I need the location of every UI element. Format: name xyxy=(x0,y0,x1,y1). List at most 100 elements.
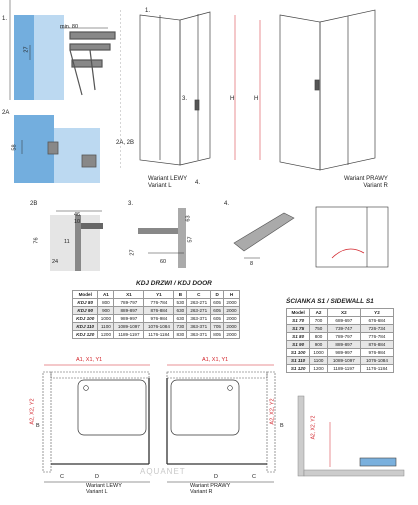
side-cell: 776-784 xyxy=(359,332,395,341)
step-1-callout: 1. xyxy=(145,8,151,14)
side-cell: 1189-1197 xyxy=(326,364,361,373)
door-cell: 730 xyxy=(173,322,188,331)
door-table-header: Model A1 X1 Y1 B C D H xyxy=(71,290,240,299)
door-cell: 876-884 xyxy=(143,306,175,315)
side-cell: 900 xyxy=(309,340,328,349)
plan-right-a2x2y2: A2, X2, Y2 xyxy=(269,398,276,425)
detail-1: 1. min. 80 27 xyxy=(0,0,120,100)
side-cell: 739-747 xyxy=(326,324,361,333)
door-cell: 830 xyxy=(173,330,188,339)
side-cell: 989-997 xyxy=(326,348,361,357)
door-col-model: Model xyxy=(71,290,99,299)
dim-10: 10 xyxy=(74,219,81,225)
door-row: KDJ 90 900 889-897 876-884 630 263-271 6… xyxy=(71,306,240,315)
plan-right-caption: Wariant PRAWY Variant R xyxy=(190,483,230,495)
side-cell: 1100 xyxy=(309,356,328,365)
step-1-label: 1. xyxy=(2,16,8,22)
variant-left-line1: Wariant LEWY xyxy=(148,176,188,182)
callout-2a-2b: 2A, 2B xyxy=(116,140,135,146)
door-cell: 889-897 xyxy=(113,306,145,315)
detail-2b: 2B 46 10 11 76 24 xyxy=(30,201,125,271)
plan-left-line1: Wariant LEWY xyxy=(86,483,122,489)
variant-left-caption: Wariant LEWY Variant L xyxy=(148,176,187,190)
door-cell: 2000 xyxy=(223,314,240,323)
door-col-y1: Y1 xyxy=(143,290,175,299)
plan-left-c: C xyxy=(60,474,64,480)
side-cell: 700 xyxy=(309,316,328,325)
variant-right-line1: Wariant PRAWY xyxy=(344,176,388,182)
step-4-callout: 4. xyxy=(195,180,201,186)
door-cell: 976-984 xyxy=(143,314,175,323)
door-cell: 805 xyxy=(210,330,225,339)
section-view xyxy=(312,203,392,271)
door-cell: 1189-1197 xyxy=(113,330,145,339)
detail-3-drawing xyxy=(138,208,186,268)
door-cell: 263-271 xyxy=(186,298,212,307)
plan-left-caption: Wariant LEWY Variant L xyxy=(86,483,122,495)
side-cell: 889-897 xyxy=(326,340,361,349)
door-col-c: C xyxy=(186,290,212,299)
side-cell: 976-984 xyxy=(359,348,395,357)
door-cell: 605 xyxy=(210,306,225,315)
detail-2a-drawing xyxy=(14,115,100,183)
door-cell: 789-797 xyxy=(113,298,145,307)
side-cell: S1 120 xyxy=(285,364,311,373)
dim-57: 57 xyxy=(187,236,194,243)
side-cell: 1000 xyxy=(309,348,328,357)
door-cell: 363-371 xyxy=(186,322,212,331)
side-detail-drawing xyxy=(297,395,405,477)
door-cell: 900 xyxy=(97,306,115,315)
side-cell: 800 xyxy=(309,332,328,341)
side-a2x2y2: A2, X2, Y2 xyxy=(310,415,317,440)
side-cell: S1 100 xyxy=(285,348,311,357)
door-cell: 2000 xyxy=(223,298,240,307)
door-col-h: H xyxy=(223,290,240,299)
detail-4: 4. 8 xyxy=(224,201,309,271)
dim-24: 24 xyxy=(52,259,59,265)
dim-27: 27 xyxy=(23,46,30,53)
door-cell: KDJ 80 xyxy=(71,298,99,307)
dim-58: 58 xyxy=(11,144,18,151)
plan-right-a1x1y1: A1, X1, Y1 xyxy=(202,357,229,363)
side-cell: 726-734 xyxy=(359,324,395,333)
detail-4-drawing xyxy=(233,212,295,259)
side-detail: A2, X2, Y2 xyxy=(290,392,410,492)
door-row: KDJ 110 1100 1089-1097 1076-1084 730 363… xyxy=(71,322,240,331)
dim-min80: min. 80 xyxy=(60,24,79,30)
dim-8: 8 xyxy=(250,261,254,267)
door-col-x1: X1 xyxy=(113,290,145,299)
dim-27b: 27 xyxy=(129,249,136,256)
door-cell: 263-271 xyxy=(186,306,212,315)
side-cell: S1 110 xyxy=(285,356,311,365)
plan-right-line2: Variant R xyxy=(190,489,213,495)
plan-left-line2: Variant L xyxy=(86,489,108,495)
door-cell: KDJ 120 xyxy=(71,330,99,339)
side-cell: 1076-1084 xyxy=(359,356,395,365)
side-cell: 689-697 xyxy=(326,316,361,325)
side-cell: S1 75 xyxy=(285,324,311,333)
door-row: KDJ 80 800 789-797 776-784 530 263-271 6… xyxy=(71,298,240,307)
enclosure-3d-views: 1. 3. 4. 2A, 2B H H Wariant LEWY Variant… xyxy=(116,0,418,195)
side-cell: 750 xyxy=(309,324,328,333)
side-cell: S1 80 xyxy=(285,332,311,341)
detail-2a: 2A 58 xyxy=(0,110,120,185)
step-2b-label: 2B xyxy=(30,201,38,207)
door-cell: 630 xyxy=(173,314,188,323)
side-col-y2: Y2 xyxy=(359,308,395,317)
side-table-header: Model A2 X2 Y2 xyxy=(285,308,395,317)
watermark: AQUANET xyxy=(140,467,186,476)
plan-left-d: D xyxy=(95,474,99,480)
plan-right-line1: Wariant PRAWY xyxy=(190,483,231,489)
side-col-a2: A2 xyxy=(309,308,328,317)
variant-right-line2: Variant R xyxy=(363,183,388,189)
door-cell: 2000 xyxy=(223,322,240,331)
door-cell: 530 xyxy=(173,298,188,307)
